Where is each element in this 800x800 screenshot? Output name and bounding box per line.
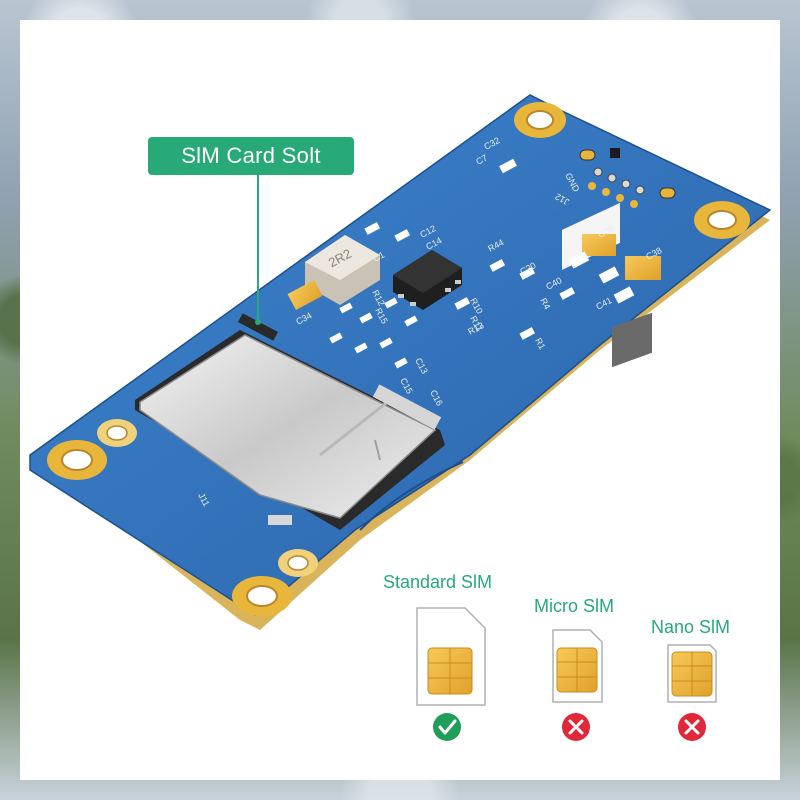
- mounting-hole-top: [514, 102, 566, 138]
- mounting-hole-bottom: [232, 549, 318, 616]
- svg-text:C7: C7: [474, 153, 489, 167]
- mounting-hole-right: [694, 201, 750, 239]
- standard-sim-card: [416, 607, 486, 706]
- capacitor-c34: [287, 280, 323, 310]
- svg-text:R1: R1: [533, 336, 547, 351]
- smd-components: [329, 158, 635, 369]
- sim-card-slot[interactable]: [135, 313, 445, 530]
- nano-sim-card: [667, 644, 717, 703]
- micro-sim-label: Micro SlM: [534, 596, 614, 616]
- micro-sim-card: [552, 629, 603, 703]
- sim-card-slot-callout: SlM Card Solt: [148, 137, 354, 175]
- ic-chip: [393, 250, 462, 310]
- svg-text:C1: C1: [371, 250, 386, 264]
- capacitor-c38: [625, 256, 661, 280]
- svg-text:R4: R4: [538, 296, 552, 311]
- callout-leader-dot: [255, 319, 261, 325]
- mounting-hole-left: [47, 419, 137, 480]
- inductor-2R2: 2R2: [305, 235, 380, 305]
- nano-sim-label: Nano SlM: [651, 617, 731, 637]
- capacitor-c39: [562, 202, 620, 270]
- standard-sim-label: Standard SlM: [383, 572, 493, 592]
- header-pins: [579, 148, 676, 368]
- cross-icon: [562, 713, 590, 741]
- check-icon: [433, 713, 461, 741]
- cross-icon: [678, 713, 706, 741]
